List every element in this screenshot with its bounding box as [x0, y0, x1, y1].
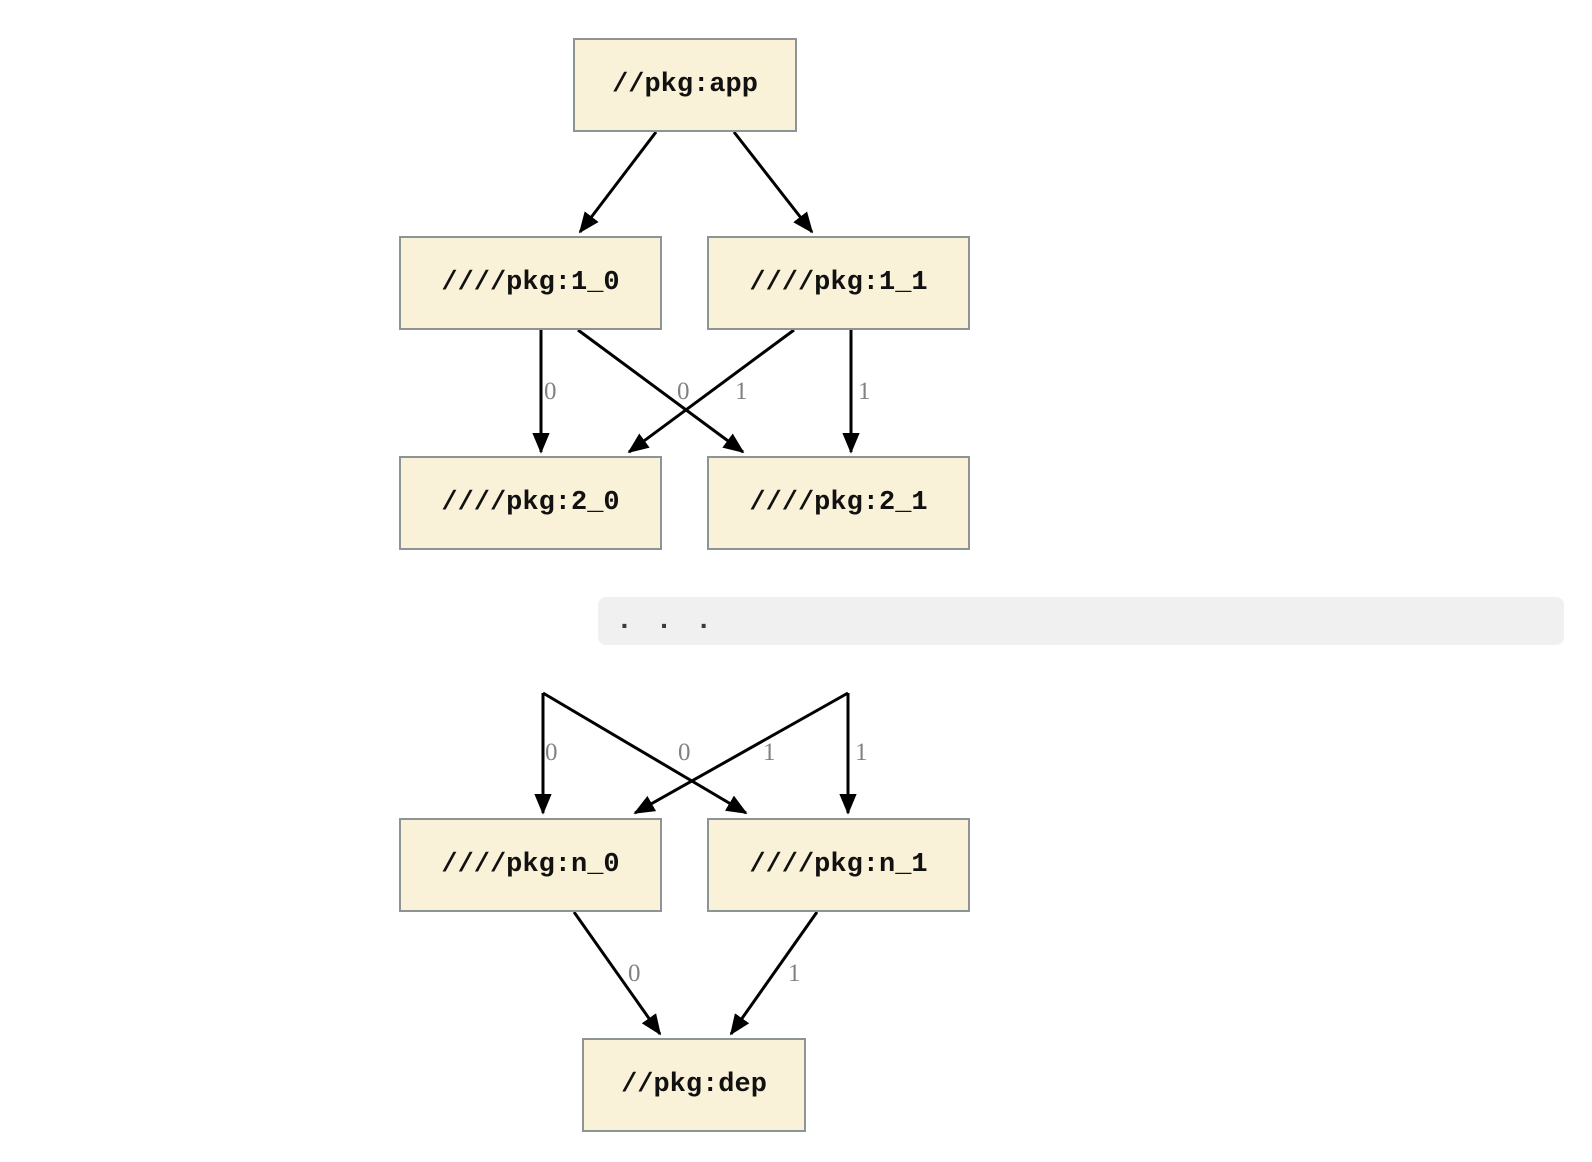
edge-label-n_0-dep: 0 — [628, 960, 641, 987]
edge-1_0-to-2_1 — [577, 328, 745, 454]
edge-app-to-1_1 — [732, 131, 814, 234]
edge-label-prev1-n_0: 0 — [678, 739, 691, 766]
edge-app-to-1_0 — [578, 131, 658, 234]
edge-label-prev0-n_0: 0 — [545, 739, 558, 766]
node-pkg-2_1: ////pkg:2_1 — [707, 456, 970, 550]
node-pkg-n_0: ////pkg:n_0 — [399, 818, 662, 912]
node-pkg-dep: //pkg:dep — [582, 1038, 806, 1132]
edge-label-1_1-2_0: 0 — [677, 378, 690, 405]
edge-n_0-to-dep — [572, 911, 662, 1036]
ellipsis-label: . . . — [616, 605, 716, 637]
edge-label-prev1-n_1: 1 — [855, 739, 868, 766]
edge-label-1_0-2_1: 1 — [735, 378, 748, 405]
node-pkg-app: //pkg:app — [573, 38, 797, 132]
edge-label-prev0-n_1: 1 — [763, 739, 776, 766]
edge-label-1_0-2_0: 0 — [544, 378, 557, 405]
node-pkg-2_0: ////pkg:2_0 — [399, 456, 662, 550]
node-pkg-n_1: ////pkg:n_1 — [707, 818, 970, 912]
edge-label-n_1-dep: 1 — [788, 960, 801, 987]
edge-prev0-to-n_1 — [542, 691, 748, 815]
edge-prev1-to-n_0 — [633, 691, 849, 815]
node-pkg-1_1: ////pkg:1_1 — [707, 236, 970, 330]
ellipsis-band: . . . — [598, 597, 1564, 645]
edge-1_1-to-2_0 — [627, 328, 795, 454]
node-pkg-1_0: ////pkg:1_0 — [399, 236, 662, 330]
edge-label-1_1-2_1: 1 — [858, 378, 871, 405]
edge-n_1-to-dep — [729, 911, 819, 1036]
